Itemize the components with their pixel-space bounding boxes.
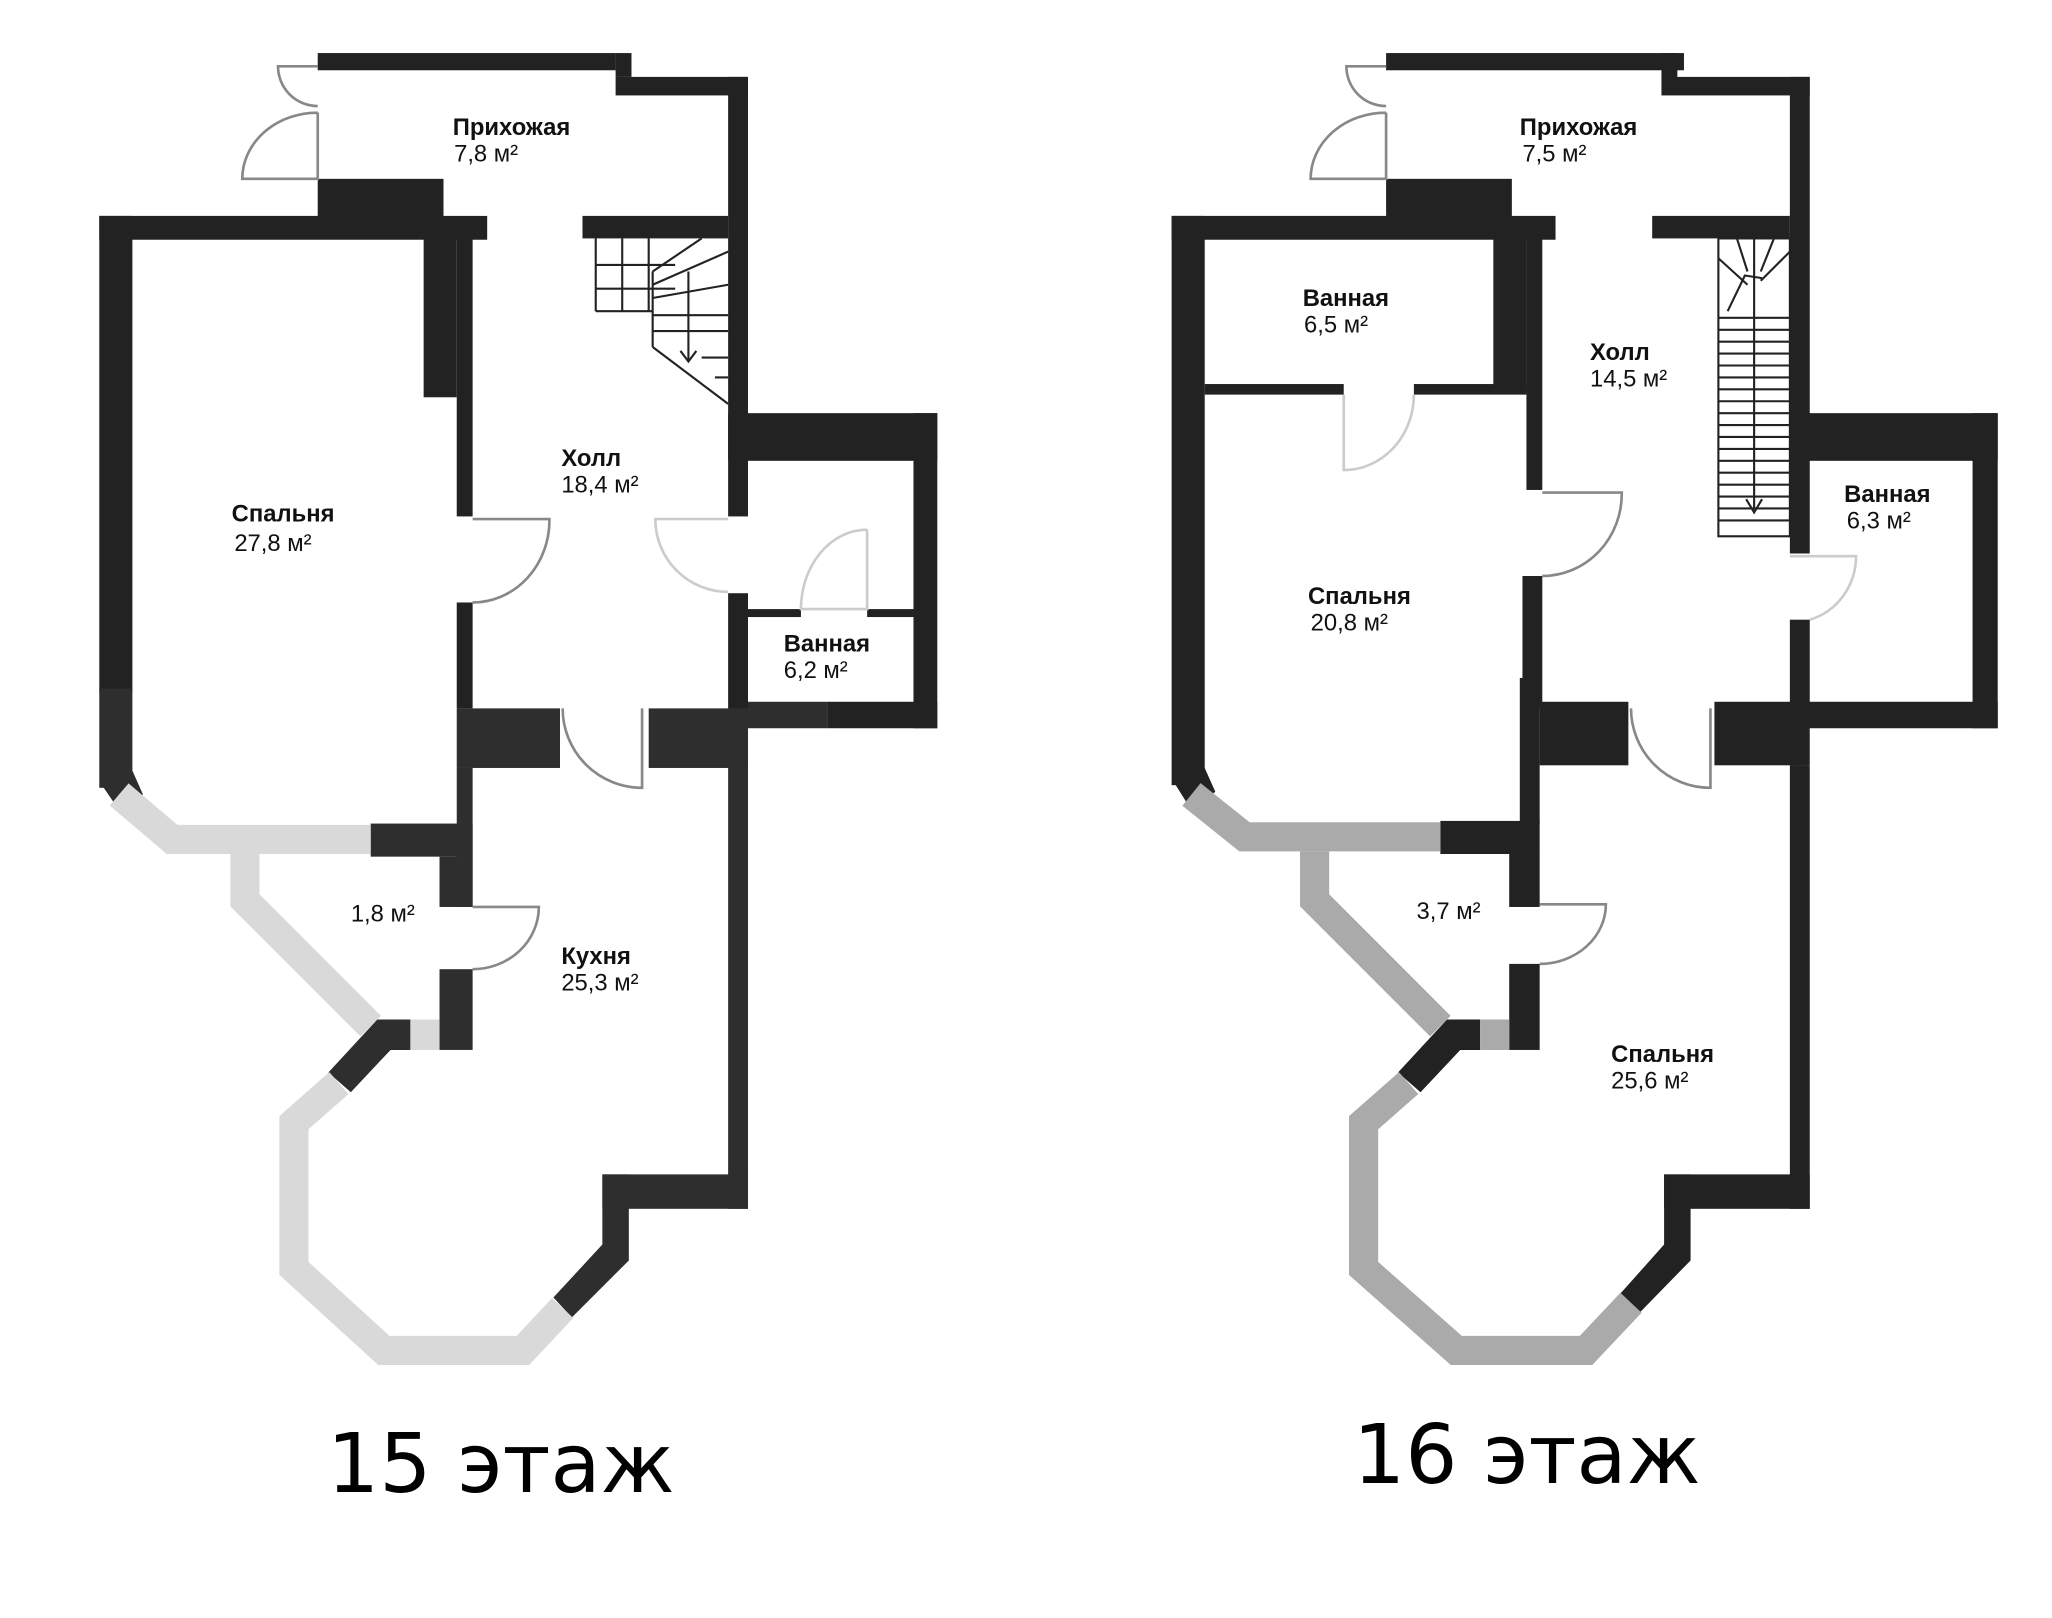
room-area: 25,6 м² xyxy=(1611,1067,1688,1094)
staircase xyxy=(594,237,729,405)
room-area: 7,8 м² xyxy=(454,141,518,168)
room-area: 7,5 м² xyxy=(1522,141,1586,168)
room-name: Кухня xyxy=(561,943,631,970)
room-area: 6,5 м² xyxy=(1304,311,1368,338)
room-area: 27,8 м² xyxy=(234,530,311,557)
room-name: Ванная xyxy=(784,630,870,657)
doors xyxy=(240,64,869,971)
room-area: 25,3 м² xyxy=(561,969,638,996)
room-name: Холл xyxy=(1590,339,1650,366)
room-area: 14,5 м² xyxy=(1590,366,1667,393)
stair-treads xyxy=(1718,316,1790,522)
room-name: Холл xyxy=(561,445,621,472)
room-name: Ванная xyxy=(1844,481,1930,508)
room-name: Прихожая xyxy=(1520,114,1638,141)
room-area: 1,8 м² xyxy=(351,901,415,928)
room-area: 3,7 м² xyxy=(1417,898,1481,925)
room-name: Спальня xyxy=(1308,583,1411,610)
floor-title: 16 этаж xyxy=(1353,1408,1701,1503)
room-area: 18,4 м² xyxy=(561,472,638,499)
room-name: Спальня xyxy=(1611,1041,1714,1068)
room-labels: Прихожая 7,8 м² Спальня 27,8 м² Холл 18,… xyxy=(232,114,870,996)
walls xyxy=(99,53,938,1366)
room-area: 6,3 м² xyxy=(1847,507,1911,534)
room-name: Спальня xyxy=(232,501,335,528)
floor-plan-15: Прихожая 7,8 м² Спальня 27,8 м² Холл 18,… xyxy=(99,53,938,1512)
room-name: Ванная xyxy=(1303,285,1389,312)
room-name: Прихожая xyxy=(453,114,570,141)
doors xyxy=(1309,64,1858,966)
floor-plan-16: Прихожая 7,5 м² Ванная 6,5 м² Холл 14,5 … xyxy=(1171,53,1998,1503)
floor-title: 15 этаж xyxy=(327,1417,675,1512)
walls xyxy=(1171,53,1998,1366)
room-labels: Прихожая 7,5 м² Ванная 6,5 м² Холл 14,5 … xyxy=(1303,114,1931,1094)
room-area: 20,8 м² xyxy=(1311,609,1388,636)
room-area: 6,2 м² xyxy=(784,657,848,684)
staircase xyxy=(1717,237,1791,538)
